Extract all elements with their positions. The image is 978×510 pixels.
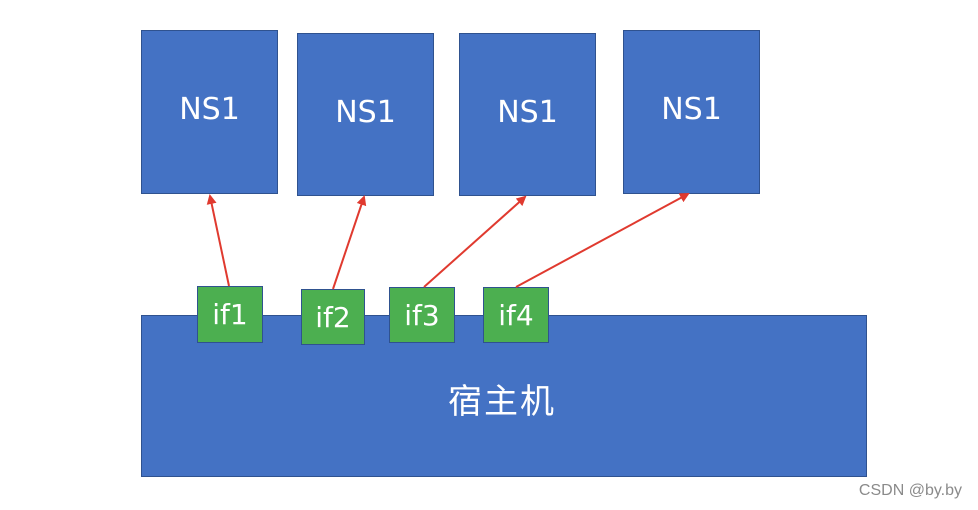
namespace-label: NS1 (661, 91, 722, 127)
interface-if1: if1 (197, 286, 263, 343)
namespace-label: NS1 (335, 95, 396, 130)
namespace-box-3: NS1 (459, 33, 596, 196)
namespace-label: NS1 (179, 91, 240, 127)
interface-label: if4 (498, 298, 534, 332)
arrow-if1-to-ns (206, 194, 230, 287)
arrow-if2-to-ns (332, 195, 367, 290)
host-machine-label: 宿主机 (448, 381, 556, 422)
interface-label: if2 (315, 300, 351, 334)
namespace-box-1: NS1 (141, 30, 278, 194)
interface-label: if3 (404, 298, 440, 332)
arrow-if4-to-ns (515, 193, 690, 288)
interface-if4: if4 (483, 287, 549, 343)
watermark-text: CSDN @by.by (858, 482, 962, 499)
arrow-if3-to-ns (423, 195, 527, 288)
interface-if2: if2 (301, 289, 365, 345)
namespace-box-2: NS1 (297, 33, 434, 196)
interface-if3: if3 (389, 287, 455, 343)
namespace-box-4: NS1 (623, 30, 760, 194)
interface-label: if1 (212, 298, 248, 331)
namespace-label: NS1 (497, 95, 558, 130)
